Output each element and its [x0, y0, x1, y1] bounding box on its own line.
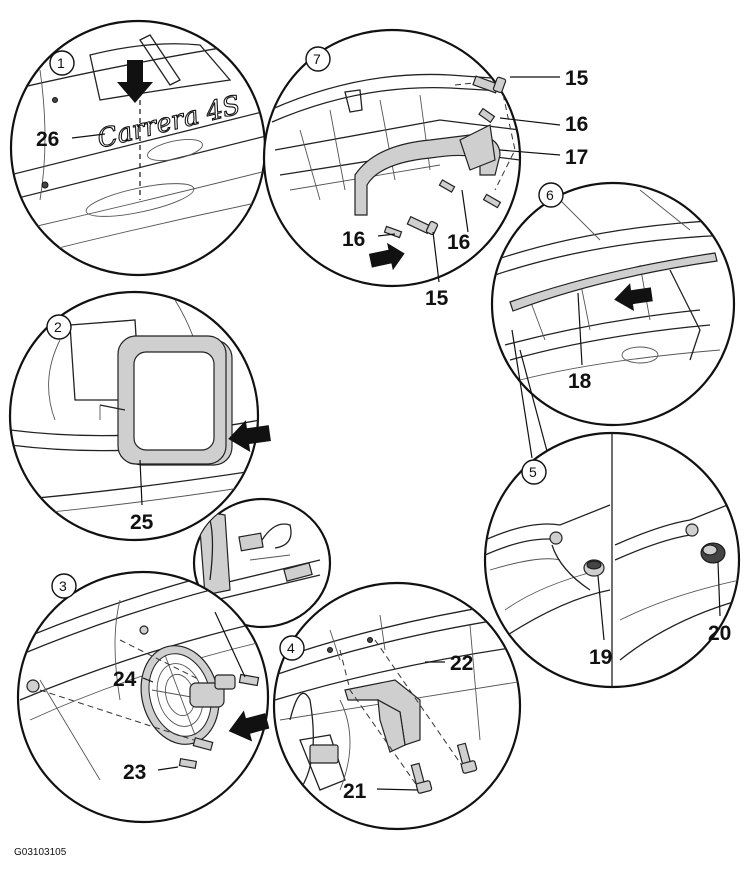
- step-badge-3: [51, 573, 77, 599]
- callout-24: 24: [113, 668, 137, 691]
- callout-16-middle: 16: [447, 231, 470, 254]
- step-number-3: 3: [59, 578, 67, 594]
- panel-4-bracket: 4 22 21: [272, 581, 522, 831]
- panel-7-bracket: 7 15 16 17 16 16 15: [262, 28, 589, 310]
- connector-6-to-5b: [511, 329, 533, 459]
- panel-1-emblem: Carrera 4S 1 26: [9, 19, 267, 277]
- arrow-down-icon: [117, 60, 153, 103]
- callout-25: 25: [130, 511, 154, 534]
- callout-17: 17: [565, 146, 588, 169]
- arrow-left-icon: [614, 283, 653, 312]
- bolt-15-top: [472, 75, 507, 94]
- panel-2-seal: 2 25: [8, 290, 271, 542]
- callout-16-left: 16: [342, 228, 365, 251]
- callout-21: 21: [343, 780, 367, 803]
- bolt-21: [410, 762, 433, 794]
- callout-19: 19: [589, 646, 612, 669]
- step-number-5: 5: [529, 464, 537, 480]
- callout-22: 22: [450, 652, 473, 675]
- callout-15-top: 15: [565, 67, 589, 90]
- arrow-left-icon-2: [228, 420, 271, 452]
- callout-23: 23: [123, 761, 146, 784]
- callout-18: 18: [568, 370, 592, 393]
- step-number-7: 7: [313, 51, 321, 67]
- step-badge-6: [538, 182, 564, 208]
- panel-3-fan: 3 24 23: [16, 570, 270, 824]
- bolt-22: [456, 742, 478, 774]
- grommet-19: [583, 559, 605, 577]
- step-number-6: 6: [546, 187, 554, 203]
- grommet-20: [700, 542, 726, 564]
- step-badge-5: [521, 459, 547, 485]
- figure-code: G03103105: [14, 847, 67, 858]
- connector-6-to-5: [519, 349, 549, 456]
- callout-16-right: 16: [565, 113, 588, 136]
- step-badge-4: [279, 635, 305, 661]
- bolt-16-lower: [383, 179, 502, 239]
- callout-26: 26: [36, 128, 59, 151]
- step-number-4: 4: [287, 640, 295, 656]
- bolt-16-right: [478, 107, 496, 124]
- arrow-left-icon-3: [228, 710, 270, 742]
- step-number-1: 1: [57, 55, 65, 71]
- arrow-right-icon: [368, 242, 405, 271]
- callout-20: 20: [708, 622, 731, 645]
- step-badge-2: [46, 314, 72, 340]
- panel-6-strip: 6 18: [490, 181, 736, 427]
- step-badge-1: [49, 50, 75, 76]
- connector-3-to-inset: [214, 611, 246, 678]
- bolt-15-bottom: [406, 215, 439, 236]
- fan-24: [140, 645, 236, 745]
- step-number-2: 2: [54, 319, 62, 335]
- callout-15-bottom: 15: [425, 287, 449, 310]
- step-badge-7: [305, 46, 331, 72]
- panel-5-grommets: 5 19 20: [483, 431, 741, 689]
